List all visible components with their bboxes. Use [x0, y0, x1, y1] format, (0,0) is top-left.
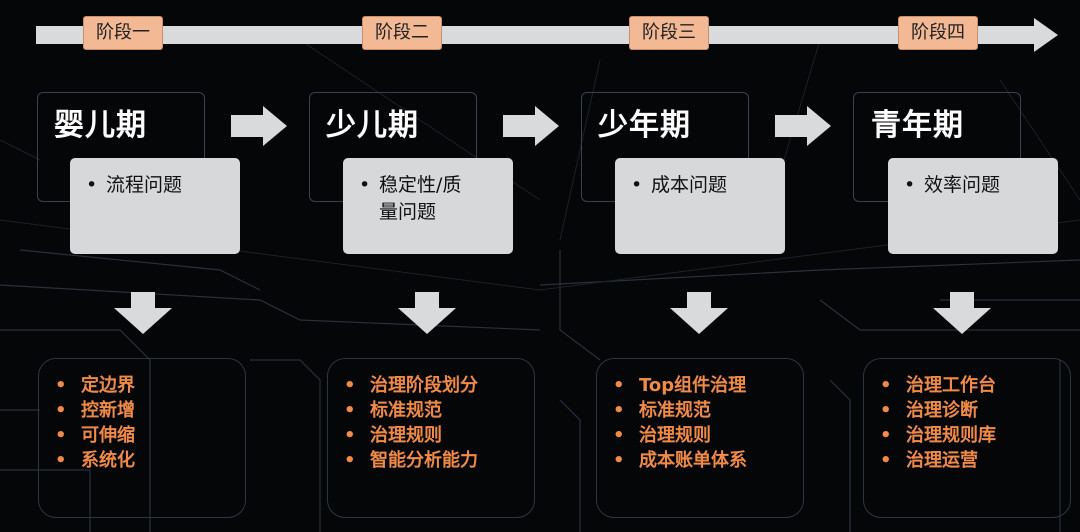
issue-text-1: 流程问题 — [106, 174, 183, 196]
bullet: • — [631, 174, 643, 196]
solution-item: •定边界 — [55, 375, 135, 396]
stage-tag-1: 阶段一 — [83, 16, 163, 50]
issue-card-2: • 稳定性/质量问题 — [343, 158, 513, 254]
solution-box-2: •治理阶段划分 •标准规范 •治理规则 •智能分析能力 — [327, 358, 535, 518]
solution-item: •可伸缩 — [55, 425, 135, 446]
solution-item: •系统化 — [55, 450, 135, 471]
down-arrow-icon — [670, 292, 728, 334]
solution-item: •治理规则 — [344, 425, 442, 446]
bullet: • — [359, 174, 371, 196]
timeline-arrow — [36, 18, 1060, 52]
solution-box-4: •治理工作台 •治理诊断 •治理规则库 •治理运营 — [863, 358, 1071, 518]
issue-text-4: 效率问题 — [924, 174, 1001, 196]
solution-item: •智能分析能力 — [344, 450, 478, 471]
solution-item: •标准规范 — [344, 400, 442, 421]
solution-box-3: •Top组件治理 •标准规范 •治理规则 •成本账单体系 — [596, 358, 804, 518]
solution-box-1: •定边界 •控新增 •可伸缩 •系统化 — [38, 358, 246, 518]
phase-title-1: 婴儿期 — [54, 108, 147, 143]
stage-tag-2: 阶段二 — [362, 16, 442, 50]
issue-card-3: • 成本问题 — [615, 158, 785, 254]
right-arrow-icon — [503, 106, 559, 146]
issue-text-2: 稳定性/质量问题 — [379, 174, 462, 223]
bullet: • — [86, 174, 98, 196]
right-arrow-icon — [231, 106, 287, 146]
stage-tag-3: 阶段三 — [629, 16, 709, 50]
down-arrow-icon — [398, 292, 456, 334]
timeline-arrowhead — [1034, 18, 1058, 52]
phase-title-2: 少儿期 — [326, 108, 419, 143]
solution-item: •治理诊断 — [880, 400, 978, 421]
phase-title-3: 少年期 — [598, 108, 691, 143]
bullet: • — [904, 174, 916, 196]
solution-item: •治理工作台 — [880, 375, 996, 396]
solution-item: •治理规则库 — [880, 425, 996, 446]
solution-item: •Top组件治理 — [613, 375, 747, 396]
issue-text-3: 成本问题 — [651, 174, 728, 196]
solution-item: •治理阶段划分 — [344, 375, 478, 396]
solution-item: •成本账单体系 — [613, 450, 747, 471]
solution-item: •治理运营 — [880, 450, 978, 471]
solution-item: •治理规则 — [613, 425, 711, 446]
issue-card-1: • 流程问题 — [70, 158, 240, 254]
solution-item: •标准规范 — [613, 400, 711, 421]
issue-card-4: • 效率问题 — [888, 158, 1058, 254]
phase-title-4: 青年期 — [871, 108, 964, 143]
down-arrow-icon — [933, 292, 991, 334]
timeline-bar — [36, 26, 1036, 44]
right-arrow-icon — [775, 106, 831, 146]
solution-item: •控新增 — [55, 400, 135, 421]
down-arrow-icon — [114, 292, 172, 334]
stage-tag-4: 阶段四 — [898, 16, 978, 50]
